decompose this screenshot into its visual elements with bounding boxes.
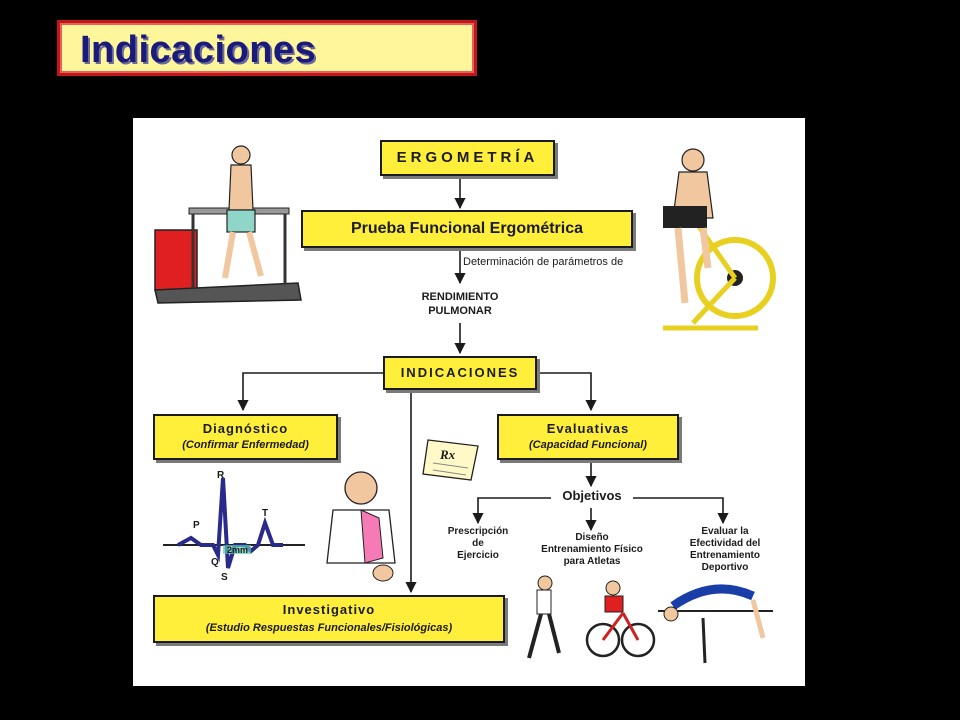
- slide-title: Indicaciones: [80, 29, 317, 71]
- objetivo-prescripcion-line-2: de: [472, 538, 484, 549]
- ecg-label-q: Q: [211, 557, 219, 568]
- investigativo-box: Investigativo (Estudio Respuestas Funcio…: [153, 595, 505, 643]
- cyclist-illustration: [585, 580, 656, 658]
- arrow-indicaciones-diagnostico: [237, 372, 383, 412]
- evaluativas-title: Evaluativas: [546, 421, 630, 436]
- bike-illustration: [663, 148, 776, 331]
- ecg-label-t: T: [262, 508, 269, 519]
- objetivo-diseno-line-1: Diseño: [575, 532, 609, 543]
- investigativo-subtitle: (Estudio Respuestas Funcionales/Fisiológ…: [205, 622, 453, 634]
- investigativo-title: Investigativo: [282, 602, 376, 617]
- objetivo-prescripcion-line-1: Prescripción: [447, 526, 509, 537]
- objetivo-diseno: Diseño Entrenamiento Físico para Atletas: [533, 532, 651, 568]
- objetivo-evaluar-line-1: Evaluar la: [701, 526, 749, 537]
- objetivo-diseno-line-3: para Atletas: [563, 556, 621, 567]
- ergometria-box: ERGOMETRÍA: [380, 140, 555, 176]
- objetivo-evaluar-line-2: Efectividad del: [689, 538, 761, 549]
- runner-illustration: [527, 575, 561, 659]
- objetivo-diseno-line-2: Entrenamiento Físico: [541, 544, 643, 555]
- determinacion-text: Determinación de parámetros de: [463, 256, 624, 268]
- objetivos-label: Objetivos: [551, 488, 633, 503]
- diagnostico-title: Diagnóstico: [202, 421, 289, 436]
- rendimiento-line-1: RENDIMIENTO: [421, 291, 499, 303]
- objetivo-prescripcion-line-3: Ejercicio: [457, 550, 499, 561]
- ecg-illustration: [163, 477, 305, 569]
- slide-title-box: Indicaciones: [57, 20, 477, 76]
- indicaciones-box: INDICACIONES: [383, 356, 537, 390]
- doctor-illustration: [326, 471, 396, 582]
- objetivo-evaluar: Evaluar la Efectividad del Entrenamiento…: [673, 526, 777, 574]
- arrow-objetivos-prescripcion: [472, 497, 553, 525]
- prueba-funcional-label: Prueba Funcional Ergométrica: [350, 220, 584, 237]
- indicaciones-label: INDICACIONES: [400, 365, 520, 380]
- objetivo-evaluar-line-3: Entrenamiento: [689, 550, 760, 561]
- arrow-indicaciones-evaluativas: [537, 372, 597, 412]
- diagnostico-subtitle: (Confirmar Enfermedad): [182, 439, 309, 451]
- prueba-funcional-box: Prueba Funcional Ergométrica: [301, 210, 633, 248]
- ecg-label-p: P: [193, 520, 200, 531]
- treadmill-illustration: [154, 145, 302, 304]
- ecg-label-mm: 2mm: [227, 545, 249, 555]
- prescription-icon: [422, 439, 479, 481]
- diagram-panel: R P T Q S 2mm Rx ERGOMETRÍA Prueba Funci…: [133, 118, 805, 686]
- diagnostico-box: Diagnóstico (Confirmar Enfermedad): [153, 414, 338, 460]
- rendimiento-text: RENDIMIENTO PULMONAR: [396, 290, 524, 318]
- high-jumper-illustration: [658, 584, 773, 664]
- ecg-label-s: S: [221, 572, 228, 583]
- rendimiento-line-2: PULMONAR: [428, 305, 492, 317]
- evaluativas-box: Evaluativas (Capacidad Funcional): [497, 414, 679, 460]
- objetivo-evaluar-line-4: Deportivo: [701, 562, 749, 573]
- prescription-label: Rx: [440, 447, 456, 462]
- evaluativas-subtitle: (Capacidad Funcional): [529, 439, 647, 451]
- arrow-objetivos-evaluar: [633, 497, 729, 525]
- ecg-label-r: R: [217, 470, 225, 481]
- diagram-connectors: [154, 145, 776, 664]
- objetivo-prescripcion: Prescripción de Ejercicio: [433, 526, 523, 562]
- ergometria-label: ERGOMETRÍA: [396, 149, 539, 166]
